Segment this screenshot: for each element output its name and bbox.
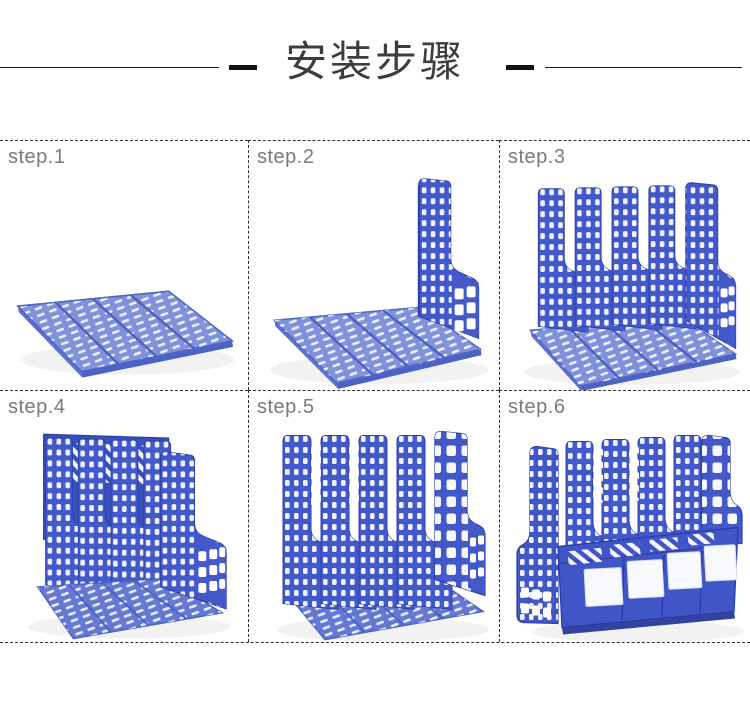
step-label: step.5	[257, 396, 315, 418]
title-dash-right	[506, 65, 534, 70]
title-dash-left	[229, 65, 257, 70]
step-cell-1: step.1	[0, 140, 248, 390]
step-cell-5: step.5	[248, 390, 499, 642]
step-label: step.6	[508, 396, 566, 418]
step-6-illustration	[516, 434, 744, 642]
step-5-illustration	[277, 430, 489, 642]
step-label: step.1	[8, 146, 66, 168]
title-rule-right	[545, 67, 742, 68]
step-label: step.2	[257, 146, 315, 168]
step-3-illustration	[524, 182, 740, 390]
step-cell-4: step.4	[0, 390, 248, 642]
step-2-illustration	[269, 178, 489, 390]
step-label: step.4	[8, 396, 66, 418]
step-label: step.3	[508, 146, 566, 168]
step-4-illustration	[27, 433, 231, 640]
step-cell-2: step.2	[248, 140, 499, 390]
header: 安装步骤	[0, 0, 750, 140]
steps-grid: step.1 step.2	[0, 140, 750, 643]
step-cell-6: step.6	[499, 390, 750, 642]
step-1-illustration	[16, 290, 235, 378]
title-rule-left	[0, 67, 219, 68]
page-title: 安装步骤	[284, 38, 465, 85]
step-cell-3: step.3	[499, 140, 750, 390]
